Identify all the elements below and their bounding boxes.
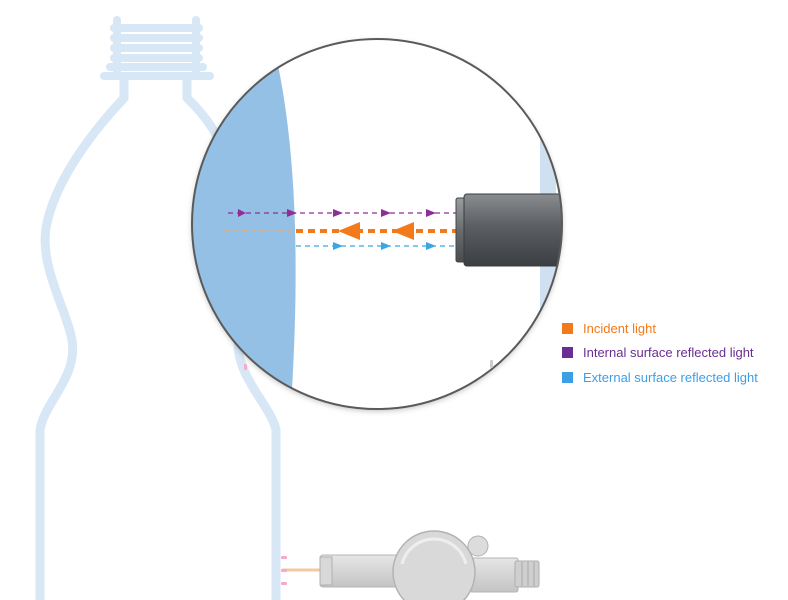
legend-item-external: External surface reflected light: [562, 365, 758, 390]
legend-swatch-icon: [562, 347, 573, 359]
legend-label-internal: Internal surface reflected light: [583, 345, 754, 361]
internal-reflection-ray: [228, 209, 456, 217]
legend-swatch-icon: [562, 322, 573, 334]
legend-label-external: External surface reflected light: [583, 369, 758, 385]
bottle-cap-threads: [100, 16, 214, 80]
magnifier-circle-icon: [191, 38, 563, 410]
external-reflection-ray: [296, 242, 456, 250]
legend-item-incident: Incident light: [562, 316, 758, 341]
sensor-contact-marks: [281, 556, 287, 585]
sensor-probe-icon: [281, 530, 540, 600]
legend-label-incident: Incident light: [583, 320, 656, 336]
incident-light-ray: [224, 222, 456, 240]
legend: Incident light Internal surface reflecte…: [562, 316, 758, 390]
bottle-wall-cross-section: [192, 39, 296, 409]
bottle-left-wall: [35, 73, 129, 600]
probe-contact-marks: [244, 360, 493, 370]
legend-item-internal: Internal surface reflected light: [562, 341, 758, 366]
probe-head-icon: [455, 193, 562, 267]
legend-swatch-icon: [562, 371, 573, 383]
